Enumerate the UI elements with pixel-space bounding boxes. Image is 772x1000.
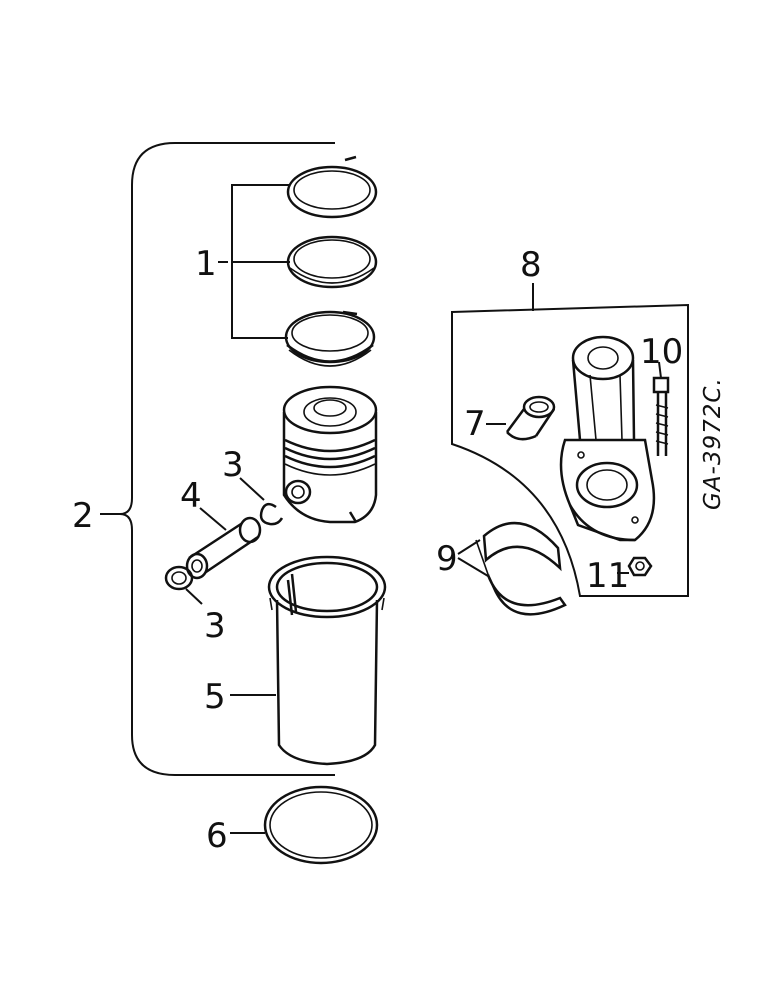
callout-3-upper: 3 <box>222 445 244 485</box>
leader-line-4 <box>199 507 227 531</box>
cylinder-sleeve <box>267 555 387 766</box>
callout-3-lower: 3 <box>204 606 226 646</box>
callout-1: 1 <box>195 244 217 284</box>
rod-nut <box>627 556 653 577</box>
leader-line-10 <box>658 361 662 379</box>
small-end-bushing <box>505 395 556 441</box>
o-ring <box>263 785 379 865</box>
rod-bolt <box>652 376 670 456</box>
callout-7: 7 <box>464 404 486 444</box>
callout-9: 9 <box>436 539 458 579</box>
snap-ring-upper <box>259 502 284 526</box>
callout-2: 2 <box>72 496 94 536</box>
connecting-rod <box>559 335 656 542</box>
rod-group-outline <box>451 303 689 597</box>
callout-10: 10 <box>640 332 683 372</box>
callout-6: 6 <box>206 816 228 856</box>
bearing-shells <box>475 521 567 616</box>
callout-8: 8 <box>520 245 542 285</box>
piston <box>282 385 378 524</box>
callout-5: 5 <box>204 677 226 717</box>
leader-line-3b <box>185 588 203 605</box>
piston-ring-middle <box>286 235 378 289</box>
snap-ring-lower <box>164 565 194 591</box>
leader-line-9 <box>457 539 489 577</box>
piston-ring-bottom <box>284 310 376 367</box>
leader-bracket-1 <box>218 184 290 339</box>
leader-line-3a <box>239 477 265 501</box>
piston-pin <box>185 516 262 580</box>
reference-code: GA-3972C. <box>700 377 726 510</box>
piston-ring-top <box>286 155 378 219</box>
callout-11: 11 <box>586 556 629 596</box>
callout-4: 4 <box>180 476 202 516</box>
